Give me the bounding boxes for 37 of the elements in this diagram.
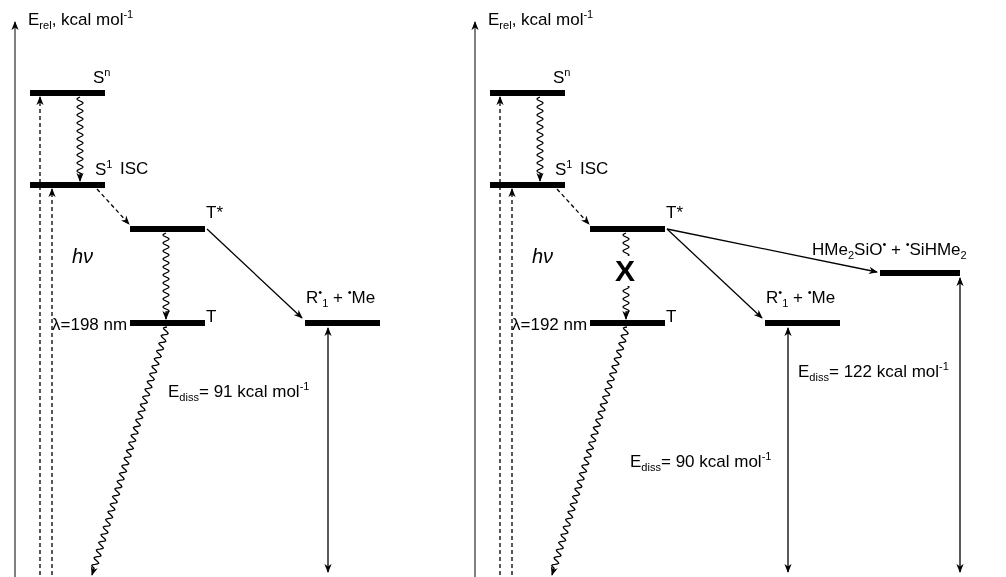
dashed-arrow xyxy=(556,188,590,225)
state-label: HMe$_{2}$SiO$^{•}$ + $^{•}$SiHMe$_{2}$ xyxy=(812,238,967,262)
dashed-arrow xyxy=(48,188,56,576)
state-label: R$^{•}$$_{1}$ + $^{•}$Me xyxy=(766,286,836,310)
state-label: T* xyxy=(206,204,223,223)
state-label: T xyxy=(666,308,677,327)
wavy-arrow xyxy=(76,96,84,182)
axis-label: E$_{rel}$, kcal mol$^{-1}$ xyxy=(28,8,134,32)
state-label: T* xyxy=(666,204,683,223)
arrow xyxy=(666,228,763,319)
edge-label: ISC xyxy=(120,160,149,179)
dashed-arrow xyxy=(96,188,130,225)
annotation-text: hν xyxy=(72,245,94,267)
annotation-text: E$_{diss}$= 90 kcal mol$^{-1}$ xyxy=(630,450,772,474)
annotation-text: E$_{diss}$= 122 kcal mol$^{-1}$ xyxy=(798,360,949,384)
arrow xyxy=(206,228,303,319)
axis-label: E$_{rel}$, kcal mol$^{-1}$ xyxy=(488,8,594,32)
edge-label: ISC xyxy=(580,160,609,179)
wavy-arrow xyxy=(90,326,169,576)
dashed-arrow xyxy=(496,96,504,576)
annotation-text: E$_{diss}$= 91 kcal mol$^{-1}$ xyxy=(168,380,310,404)
state-label: T xyxy=(206,308,217,327)
arrow xyxy=(666,228,878,274)
state-label: S$^{n}$ xyxy=(93,66,111,88)
state-label: S$^{1}$ xyxy=(95,158,113,180)
annotation-text: hν xyxy=(532,245,554,267)
dashed-arrow xyxy=(36,96,44,576)
state-label: R$^{•}$$_{1}$ + $^{•}$Me xyxy=(306,286,376,310)
cross-mark: X xyxy=(614,256,636,286)
wavy-arrow xyxy=(162,232,170,320)
dashed-arrow xyxy=(508,188,516,576)
wavy-arrow xyxy=(550,326,629,576)
state-label: S$^{n}$ xyxy=(553,66,571,88)
wavy-arrow xyxy=(536,96,544,182)
annotation-text: λ=198 nm xyxy=(52,316,128,335)
annotation-text: λ=192 nm xyxy=(512,316,588,335)
state-label: S$^{1}$ xyxy=(555,158,573,180)
